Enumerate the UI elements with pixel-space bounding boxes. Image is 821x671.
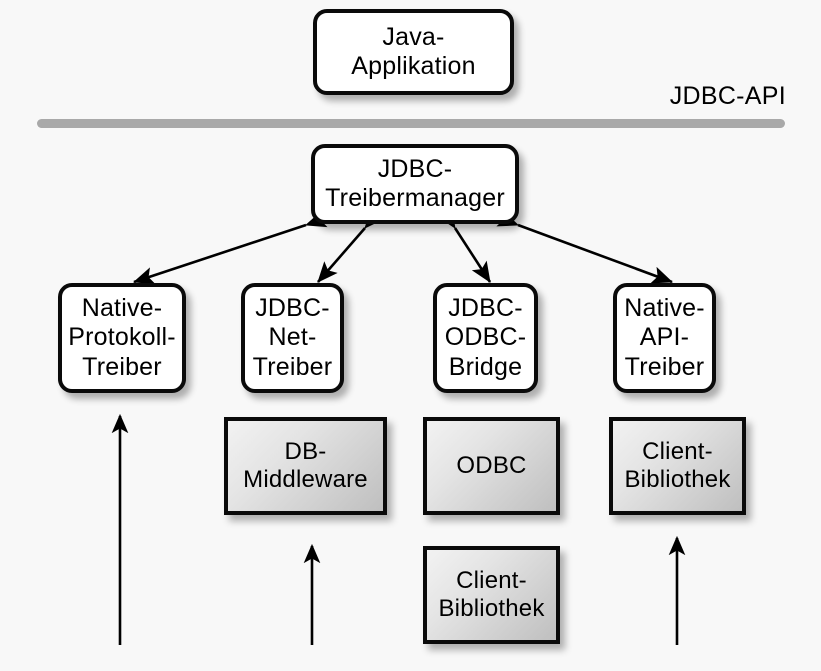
jdbc-api-label: JDBC-API bbox=[669, 82, 786, 110]
node-jdbc-odbc-bridge[interactable]: JDBC- ODBC- Bridge bbox=[433, 283, 538, 393]
node-odbc[interactable]: ODBC bbox=[423, 417, 560, 515]
connector-manager-native-api bbox=[496, 209, 673, 284]
node-native-protocol-driver[interactable]: Native- Protokoll- Treiber bbox=[58, 283, 186, 393]
jdbc-api-separator-bar bbox=[37, 119, 785, 128]
connector-manager-native-protocol bbox=[133, 210, 328, 285]
node-client-library-center[interactable]: Client- Bibliothek bbox=[423, 546, 560, 644]
connector-manager-jdbc-odbc bbox=[436, 206, 492, 283]
node-jdbc-net-driver[interactable]: JDBC- Net- Treiber bbox=[241, 283, 344, 393]
node-db-middleware[interactable]: DB- Middleware bbox=[224, 417, 387, 515]
node-jdbc-driver-manager[interactable]: JDBC- Treibermanager bbox=[311, 144, 519, 224]
node-client-library-right[interactable]: Client- Bibliothek bbox=[609, 417, 746, 515]
node-native-api-driver[interactable]: Native- API- Treiber bbox=[613, 283, 716, 393]
node-java-application[interactable]: Java- Applikation bbox=[313, 9, 514, 95]
connector-manager-jdbc-net bbox=[317, 207, 385, 283]
